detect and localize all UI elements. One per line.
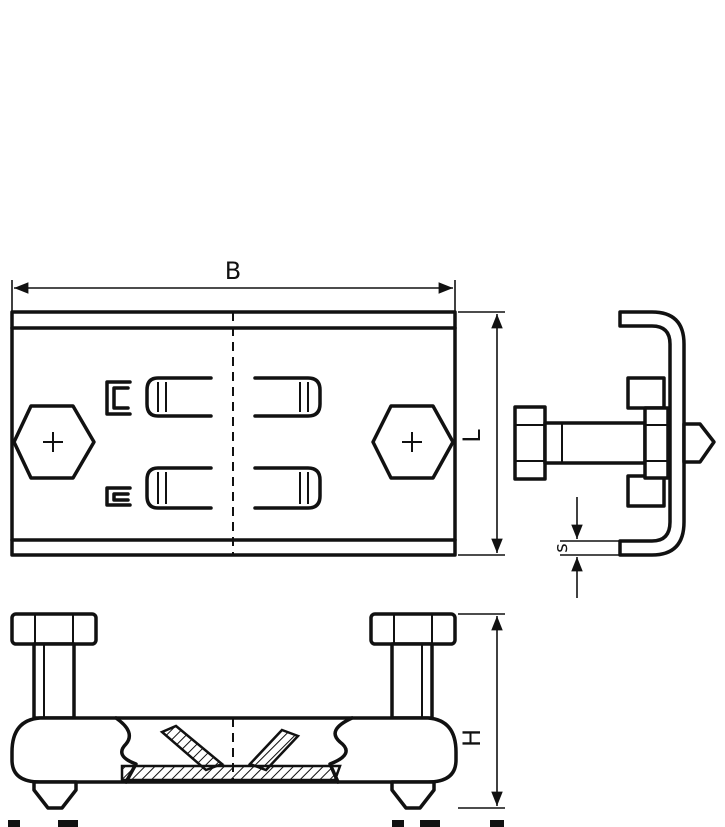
- slot-group-right: [253, 376, 322, 510]
- section-hatch: [120, 764, 342, 782]
- dimension-l-label: L: [458, 429, 486, 443]
- side-view: s: [513, 310, 716, 598]
- slot-group-left: [145, 376, 213, 510]
- hex-bolt-head-icon: [369, 612, 457, 646]
- dimension-h-label: H: [458, 729, 486, 747]
- hex-bolt-head-icon: [371, 404, 455, 480]
- hex-bolt-head-icon: [12, 404, 96, 480]
- side-bolt-shank: [543, 421, 647, 465]
- dimension-b-label: B: [225, 257, 241, 285]
- front-view: H: [8, 612, 505, 827]
- c-clip-symbol-icon: [105, 486, 132, 507]
- top-view: B L: [10, 257, 505, 557]
- cropped-marks: [8, 820, 504, 827]
- dimension-l: L: [458, 311, 505, 556]
- dimension-s-label: s: [551, 543, 572, 552]
- dimension-h: H: [458, 613, 505, 809]
- c-clip-symbol-icon: [105, 380, 132, 416]
- dimension-b: B: [11, 257, 456, 312]
- hex-bolt-head-icon: [10, 612, 98, 646]
- side-bolt-head: [513, 405, 547, 481]
- dimension-s: s: [551, 497, 622, 598]
